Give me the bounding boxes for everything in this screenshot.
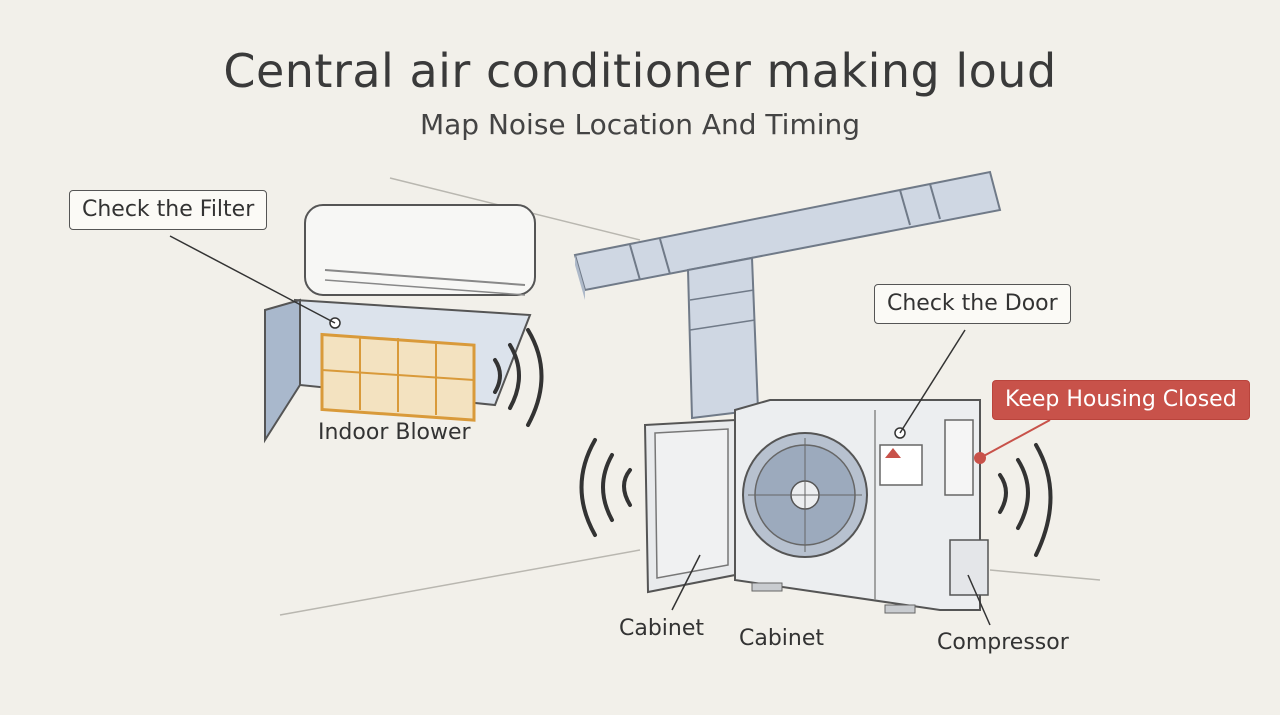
- warning-sticker: [879, 444, 923, 486]
- compressor-box: [949, 539, 989, 596]
- cabinet-unit-label: Cabinet: [739, 626, 825, 651]
- cabinet-door-label: Cabinet: [619, 616, 705, 641]
- compressor-leader: [967, 574, 991, 626]
- diagram-title: Central air conditioner making loud: [223, 44, 1057, 98]
- check-filter-callout: Check the Filter: [69, 190, 268, 230]
- sound-waves-cabinet: [579, 438, 632, 537]
- sound-waves-condenser: [998, 443, 1053, 557]
- sound-waves-indoor: [493, 328, 544, 427]
- indoor-unit: [264, 204, 536, 444]
- diagram-subtitle: Map Noise Location And Timing: [419, 108, 861, 141]
- check-door-callout: Check the Door: [874, 284, 1071, 324]
- filter-panel: [320, 317, 476, 422]
- keep-housing-closed-callout: Keep Housing Closed: [992, 380, 1250, 420]
- housing-leader: [979, 419, 1051, 459]
- indoor-blower-label: Indoor Blower: [318, 420, 471, 445]
- floor-line: [279, 549, 641, 616]
- ductwork: [573, 170, 1002, 420]
- cabinet-door: [643, 418, 736, 594]
- outdoor-condenser: [734, 399, 989, 614]
- cabinet-leader: [671, 554, 701, 611]
- filter-leader: [169, 235, 336, 324]
- compressor-label: Compressor: [937, 630, 1069, 655]
- door-leader: [899, 329, 966, 434]
